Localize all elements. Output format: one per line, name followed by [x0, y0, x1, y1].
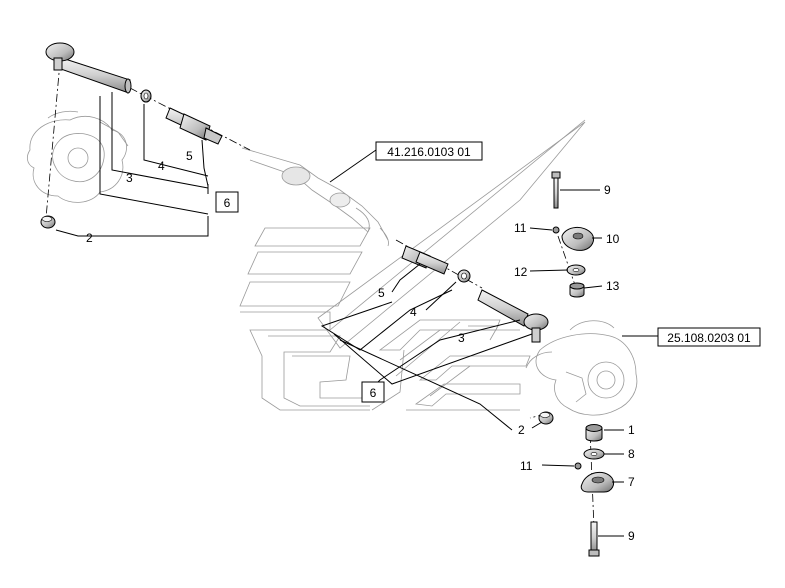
bolt-top	[551, 171, 561, 209]
inner-ball-joint-left	[165, 107, 223, 145]
callout-inner-ball-joint-left: 5	[186, 149, 193, 163]
shim-center	[457, 269, 471, 283]
bolt-bottom	[588, 521, 600, 557]
steering-reference-label: 41.216.0103 01	[387, 145, 471, 159]
callout-washer-bottom: 8	[628, 447, 635, 461]
bushing-top	[569, 282, 585, 298]
washer-top	[566, 264, 586, 276]
tie-rod-end-left	[45, 42, 132, 94]
axle-housing-right-ghost	[525, 320, 638, 416]
callout-tie-rod-end-left: 3	[126, 171, 133, 185]
steering-column-ghost	[241, 147, 389, 247]
washer-bottom	[583, 448, 605, 460]
callout-bolt-top: 9	[604, 183, 611, 197]
callout-bushing-top: 13	[606, 279, 620, 293]
shim-left	[140, 89, 152, 103]
callout-cap-left: 2	[86, 231, 93, 245]
group-label-center: 6	[370, 386, 377, 400]
axle-reference-box[interactable]: 25.108.0203 01	[657, 327, 761, 347]
callout-shim-left: 4	[158, 159, 165, 173]
callout-bushing-bottom: 1	[628, 423, 635, 437]
callout-bolt-bottom: 9	[628, 529, 635, 543]
grease-nipple-bottom	[574, 462, 582, 470]
callout-mount-top: 10	[606, 232, 620, 246]
leader-lines	[55, 92, 660, 537]
bushing-bottom	[585, 424, 603, 442]
mount-top	[561, 227, 595, 251]
callout-mount-bottom: 7	[628, 475, 635, 489]
center-lines	[45, 61, 595, 529]
group-box-center: 6	[361, 381, 385, 403]
callout-cap-right: 2	[518, 423, 525, 437]
callout-grease-nipple-bottom: 11	[520, 459, 533, 473]
group-box-upper-left: 6	[215, 191, 239, 213]
tie-rod-end-center	[477, 289, 549, 343]
axle-housing-left-ghost	[26, 110, 129, 203]
cap-left	[40, 215, 56, 229]
callouts: 3 4 5 2 9 10 11 12 13 5 4 3 2 1 8 11 7 9	[86, 149, 635, 543]
frame-outline-ghost	[239, 119, 586, 411]
callout-shim-center: 4	[410, 305, 417, 319]
callout-grease-nipple-top: 11	[514, 221, 527, 235]
cap-right	[538, 411, 554, 425]
group-label-upper-left: 6	[224, 196, 231, 210]
mount-bottom	[580, 471, 615, 493]
inner-ball-joint-center	[401, 245, 449, 275]
grease-nipple-top	[552, 226, 560, 234]
steering-reference-box[interactable]: 41.216.0103 01	[375, 141, 483, 161]
callout-washer-top: 12	[514, 265, 528, 279]
axle-reference-label: 25.108.0203 01	[667, 331, 751, 345]
callout-tie-rod-end-center: 3	[458, 331, 465, 345]
callout-inner-ball-joint-center: 5	[378, 286, 385, 300]
